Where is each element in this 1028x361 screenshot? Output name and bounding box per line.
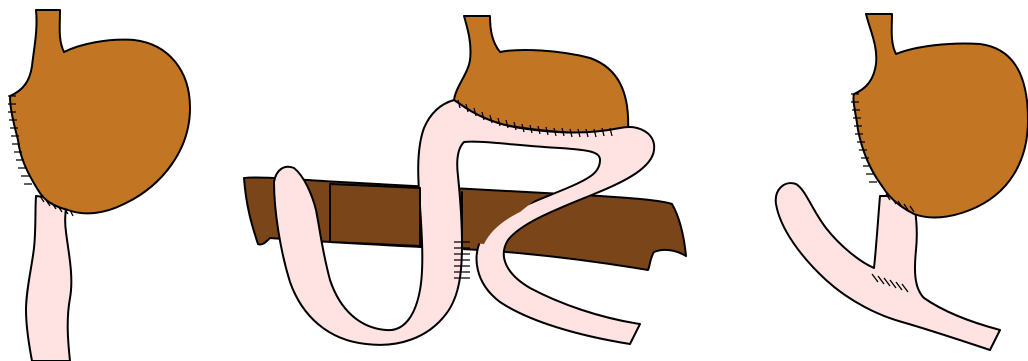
panel1-intestine	[26, 196, 71, 361]
panel-2	[244, 16, 686, 345]
panel2-staple-line-anastomosis	[454, 242, 470, 278]
panel3-stomach	[853, 14, 1028, 217]
panel-3	[776, 14, 1028, 350]
panel2-colon-overlap-left	[330, 184, 420, 246]
panel-1	[8, 10, 190, 361]
panel1-stomach	[10, 10, 190, 213]
